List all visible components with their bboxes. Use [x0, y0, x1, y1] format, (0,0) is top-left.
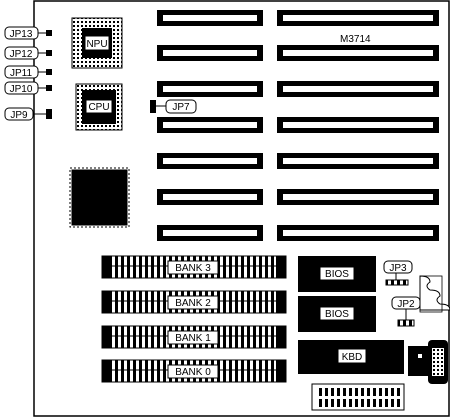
bank-label: BANK 3 — [175, 263, 211, 274]
simm-socket-latch — [102, 370, 112, 382]
svg-text:JP7: JP7 — [172, 102, 190, 113]
simm-socket-latch — [276, 336, 286, 348]
board-model-label: M3714 — [340, 34, 371, 45]
jp10: JP10 — [4, 81, 52, 95]
cpu-label: CPU — [88, 102, 109, 113]
power-connector — [311, 383, 405, 411]
memory-banks: BANK 3 BANK 2 BANK 1 BANK 0 — [101, 255, 287, 383]
cpu-chip: CPU — [75, 83, 123, 131]
expansion-slot-opening — [283, 15, 433, 21]
jp13: JP13 — [4, 26, 52, 40]
svg-text:JP9: JP9 — [10, 110, 28, 121]
expansion-slots — [157, 10, 439, 241]
bank-label-box — [167, 260, 219, 275]
expansion-slot-opening — [163, 122, 257, 128]
jp3: JP3 — [383, 260, 413, 286]
kbd-chip: KBD — [298, 340, 404, 374]
simm-socket-latch — [276, 360, 286, 372]
jp12: JP12 — [4, 46, 52, 60]
svg-text:BIOS: BIOS — [325, 269, 349, 280]
expansion-slot-opening — [163, 230, 257, 236]
expansion-slot-opening — [163, 50, 257, 56]
jp9: JP9 — [4, 107, 52, 121]
svg-text:BIOS: BIOS — [325, 309, 349, 320]
bank-label-box — [167, 330, 219, 345]
bank-label: BANK 1 — [175, 333, 211, 344]
svg-text:JP3: JP3 — [389, 263, 407, 274]
npu-label: NPU — [86, 39, 107, 50]
bank-label: BANK 2 — [175, 298, 211, 309]
jp7: JP7 — [150, 99, 197, 114]
expansion-slot-opening — [163, 158, 257, 164]
bank-label-box — [167, 295, 219, 310]
simm-socket-latch — [102, 326, 112, 338]
simm-socket-latch — [102, 256, 112, 268]
expansion-slot-opening — [163, 15, 257, 21]
keyboard-connector — [408, 340, 448, 384]
simm-socket-latch — [102, 291, 112, 303]
svg-text:JP10: JP10 — [10, 84, 33, 95]
simm-socket-latch — [276, 326, 286, 338]
expansion-slot-opening — [283, 86, 433, 92]
simm-socket-latch — [276, 301, 286, 313]
jp11: JP11 — [4, 65, 52, 79]
simm-socket-latch — [102, 301, 112, 313]
expansion-slot-opening — [283, 158, 433, 164]
battery-connector — [419, 275, 450, 311]
simm-socket-latch — [102, 360, 112, 372]
bios-chip-2: BIOS — [298, 296, 376, 332]
expansion-slot-opening — [283, 230, 433, 236]
svg-text:JP2: JP2 — [397, 299, 415, 310]
expansion-slot-opening — [163, 86, 257, 92]
svg-text:JP13: JP13 — [10, 29, 33, 40]
npu-chip: NPU — [71, 17, 123, 69]
simm-socket-latch — [276, 291, 286, 303]
expansion-slot-opening — [283, 50, 433, 56]
simm-socket-latch — [102, 336, 112, 348]
svg-text:JP11: JP11 — [10, 68, 32, 79]
expansion-slot-opening — [283, 194, 433, 200]
expansion-slot-opening — [283, 122, 433, 128]
simm-socket-latch — [102, 266, 112, 278]
simm-socket-latch — [276, 266, 286, 278]
expansion-slot-opening — [163, 194, 257, 200]
chipset-chip — [71, 169, 128, 226]
bank-label: BANK 0 — [175, 367, 211, 378]
simm-socket-latch — [276, 256, 286, 268]
bank-label-box — [167, 364, 219, 379]
svg-text:KBD: KBD — [342, 352, 363, 363]
svg-text:JP12: JP12 — [10, 49, 33, 60]
bios-chip-1: BIOS — [298, 256, 376, 292]
simm-socket-latch — [276, 370, 286, 382]
